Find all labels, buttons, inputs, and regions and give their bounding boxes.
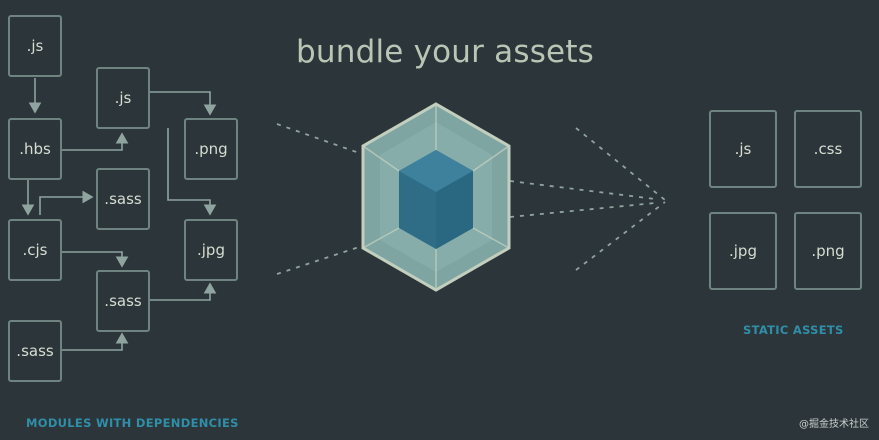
asset-box-png: .png: [794, 212, 862, 290]
watermark: @掘金技术社区: [799, 419, 869, 430]
static-assets-caption: STATIC ASSETS: [743, 323, 844, 337]
module-box-sass-top: .sass: [96, 168, 150, 230]
module-box-jpg: .jpg: [184, 219, 238, 281]
asset-box-jpg: .jpg: [709, 212, 777, 290]
module-box-hbs: .hbs: [8, 118, 62, 180]
module-box-png: .png: [184, 118, 238, 180]
modules-caption: MODULES WITH DEPENDENCIES: [26, 416, 239, 430]
page-title: bundle your assets: [296, 34, 595, 70]
module-box-sass-bottom: .sass: [8, 320, 62, 382]
asset-box-js: .js: [709, 110, 777, 188]
module-box-js-right: .js: [96, 67, 150, 129]
module-box-js-top: .js: [8, 15, 62, 77]
module-box-cjs: .cjs: [8, 219, 62, 281]
module-box-sass-middle: .sass: [96, 270, 150, 332]
asset-box-css: .css: [794, 110, 862, 188]
